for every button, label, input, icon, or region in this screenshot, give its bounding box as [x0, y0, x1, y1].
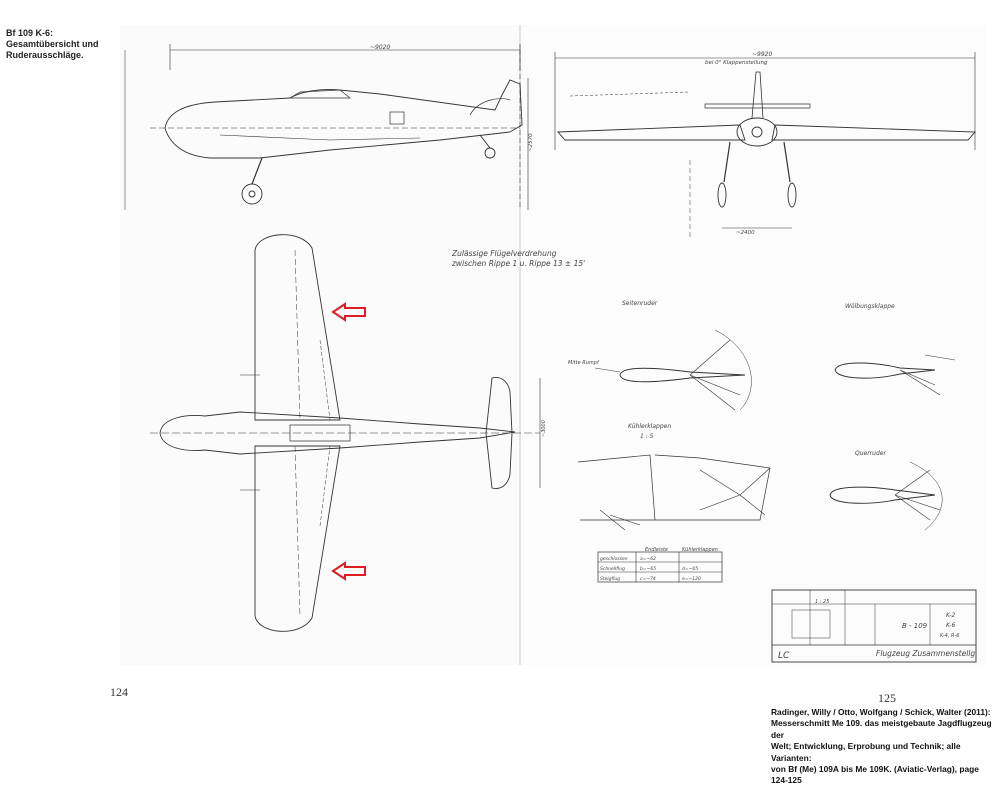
book-spine	[519, 25, 521, 665]
flap-setting-note: bei 0° Klappenstellung	[705, 60, 768, 66]
table-col2: Kühlerklappen	[682, 547, 718, 553]
citation-line: Radinger, Willy / Otto, Wolfgang / Schic…	[771, 707, 991, 717]
aileron-label: Querruder	[855, 450, 886, 457]
table-row-v1: c=~74	[640, 576, 656, 582]
right-page	[520, 25, 985, 665]
citation-line: von Bf (Me) 109A bis Me 109K. (Aviatic-V…	[771, 764, 979, 786]
page-number-right: 125	[878, 691, 896, 705]
table-row-name: geschlossen	[600, 556, 628, 562]
fuselage-center-label: Mitte Rumpf	[568, 360, 600, 366]
title-variant: K-2	[946, 612, 955, 619]
citation-line: Messerschmitt Me 109. das meistgebaute J…	[771, 718, 992, 740]
twist-note-line1: Zulässige Flügelverdrehung	[451, 249, 557, 258]
caption-line: Bf 109 K-6:	[6, 28, 54, 38]
left-page	[120, 25, 520, 665]
caption-title: Bf 109 K-6: Gesamtübersicht und Ruderaus…	[6, 28, 118, 61]
dim-height-label: ~2570	[528, 133, 534, 152]
red-arrow-lower	[331, 561, 366, 581]
radiator-flaps-label: Kühlerklappen	[628, 423, 671, 430]
dim-length-label: ~9020	[370, 44, 390, 51]
title-type: B - 109	[902, 622, 928, 630]
title-scale: 1 : 25	[815, 599, 829, 605]
table-row-v1: a=~62	[640, 556, 656, 562]
title-name: Flugzeug Zusammenstellg.	[876, 649, 978, 658]
title-variant: K-6	[946, 622, 955, 629]
deflection-table: Endleiste Kühlerklappen geschlossen a=~6…	[597, 547, 723, 583]
title-code: LC	[778, 651, 790, 661]
caption-line: Ruderausschläge.	[6, 50, 84, 60]
aircraft-drawing: ~9020 ~2570 ~9920 ~2400 bei 0	[124, 44, 978, 663]
title-variant: K-4, R-6	[940, 633, 959, 639]
table-row-name: Steigflug	[600, 576, 620, 582]
citation-line: Welt; Entwicklung, Erprobung und Technik…	[771, 741, 961, 763]
dim-tail-span-label: ~3000	[541, 420, 547, 437]
plan-view: ~3000	[150, 234, 547, 632]
dim-span-label: ~9920	[752, 51, 772, 58]
table-row-v2: d=~65	[682, 566, 698, 572]
table-row-v1: b=~65	[640, 566, 656, 572]
camber-flap-label: Wölbungsklappe	[845, 303, 895, 310]
page-number-left: 124	[110, 685, 128, 699]
aileron-detail: Querruder	[829, 450, 943, 531]
title-block: 1 : 25 B - 109 K-2 K-6 K-4, R-6 Flugzeug…	[771, 589, 978, 663]
twist-note-line2: zwischen Rippe 1 u. Rippe 13 ± 15'	[451, 259, 585, 268]
table-row-v2: e=~120	[682, 576, 701, 582]
citation: Radinger, Willy / Otto, Wolfgang / Schic…	[771, 707, 997, 787]
front-view: ~9920 ~2400 bei 0° Klappenstellung	[554, 51, 976, 240]
side-view: ~9020 ~2570	[124, 44, 534, 210]
dim-track-label: ~2400	[736, 230, 755, 236]
camber-flap-detail: Wölbungsklappe	[834, 303, 956, 396]
red-arrow-upper	[331, 302, 366, 322]
radiator-flaps-detail: Kühlerklappen 1 : 5	[577, 423, 771, 531]
rudder-detail: Seitenruder Mitte Rumpf	[568, 300, 752, 411]
table-col1: Endleiste	[645, 547, 668, 553]
caption-line: Gesamtübersicht und	[6, 39, 99, 49]
rudder-label: Seitenruder	[622, 300, 658, 307]
radiator-scale-label: 1 : 5	[640, 433, 654, 440]
table-row-name: Schnellflug	[600, 566, 625, 572]
